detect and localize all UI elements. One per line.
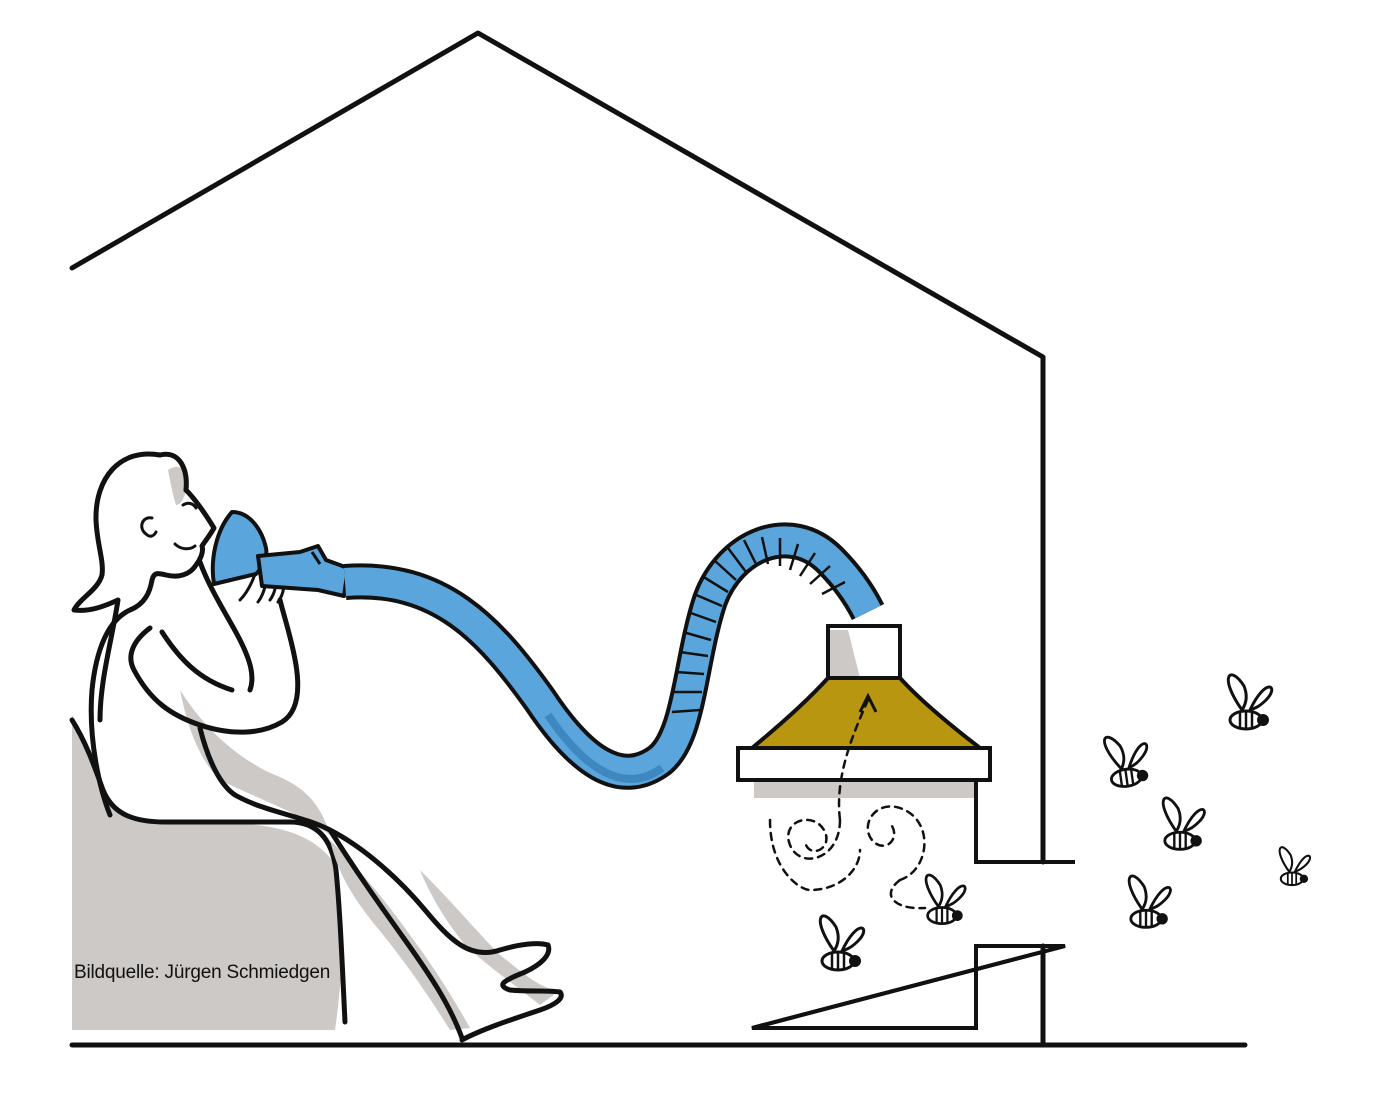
bee-outside-1	[1226, 673, 1274, 731]
breathing-mask	[210, 510, 350, 598]
hose	[343, 522, 885, 790]
bee-outside-3	[1161, 796, 1206, 851]
bee-outside-2	[1102, 730, 1154, 790]
house-outline	[69, 30, 1046, 1046]
bee-inside-1	[818, 914, 866, 972]
bee-inside-2	[924, 873, 967, 926]
bee-outside-4	[1278, 846, 1312, 887]
image-credit: Bildquelle: Jürgen Schmiedgen	[74, 962, 331, 983]
beehive-box	[736, 624, 1075, 1030]
seated-person	[71, 451, 564, 1043]
bee-outside-5	[1127, 874, 1172, 929]
hive-hood	[750, 676, 982, 750]
